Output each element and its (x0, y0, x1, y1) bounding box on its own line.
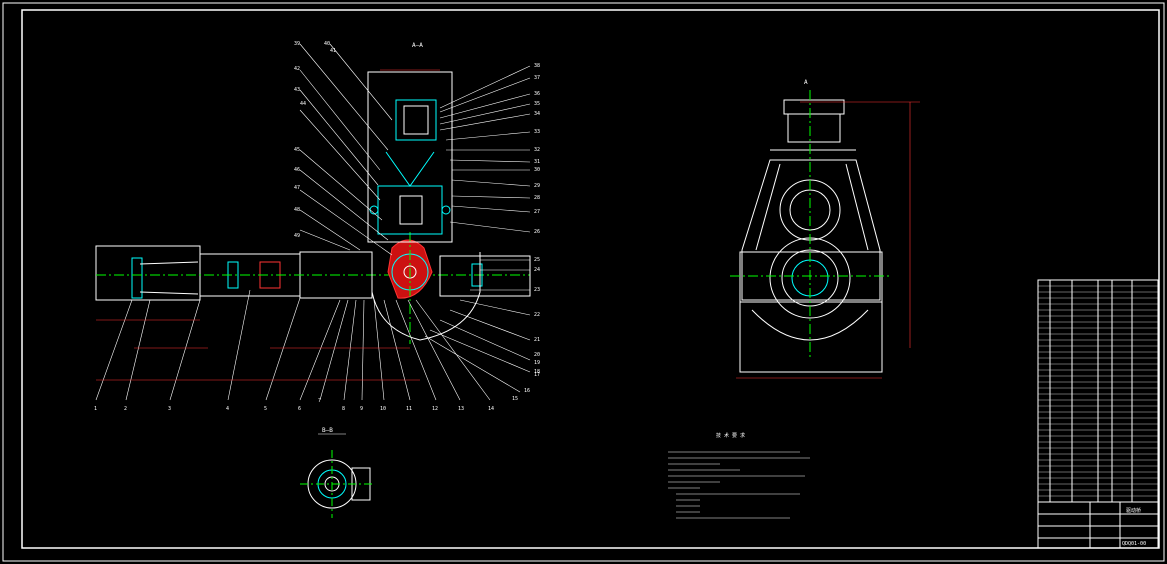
balloon: 29 (534, 183, 540, 189)
balloon: 36 (534, 91, 540, 97)
balloon: 19 (534, 360, 540, 366)
section-bb-view: B—B (300, 427, 372, 518)
balloon: 34 (534, 111, 540, 117)
balloon: 48 (294, 207, 300, 213)
balloon: 21 (534, 337, 540, 343)
balloon: 26 (534, 229, 540, 235)
balloon: 24 (534, 267, 540, 273)
balloon: 13 (458, 406, 464, 412)
balloon: 42 (294, 66, 300, 72)
notes-title: 技 术 要 求 (716, 432, 745, 439)
view-a-label: A (804, 79, 808, 86)
balloon: 9 (360, 406, 363, 412)
inner-border (21, 9, 1160, 549)
section-aa-view: A—A (95, 42, 531, 401)
balloon: 15 (512, 396, 518, 402)
balloon-numbers-right: 38 37 36 35 34 33 32 31 30 29 28 27 26 2… (534, 63, 540, 375)
balloon: 18 (534, 369, 540, 375)
balloon: 45 (294, 147, 300, 153)
balloon: 28 (534, 195, 540, 201)
balloon: 16 (524, 388, 530, 394)
balloon: 8 (342, 406, 345, 412)
balloon: 6 (298, 406, 301, 412)
balloon: 27 (534, 209, 540, 215)
balloon: 31 (534, 159, 540, 165)
balloon: 25 (534, 257, 540, 263)
balloon: 10 (380, 406, 386, 412)
balloon: 44 (300, 101, 306, 107)
title-block-name: 驱动桥 (1126, 507, 1141, 514)
balloon: 12 (432, 406, 438, 412)
balloon: 47 (294, 185, 300, 191)
title-block: 驱动桥 QDQ01-00 (1037, 279, 1159, 549)
section-bb-label: B—B (322, 427, 333, 434)
balloon: 40 (324, 41, 330, 47)
balloon: 46 (294, 167, 300, 173)
balloon: 43 (294, 87, 300, 93)
balloon: 35 (534, 101, 540, 107)
balloon: 1 (94, 406, 97, 412)
balloon: 20 (534, 352, 540, 358)
balloon: 41 (330, 48, 336, 54)
balloon: 23 (534, 287, 540, 293)
balloon: 30 (534, 167, 540, 173)
balloon: 2 (124, 406, 127, 412)
balloon: 39 (294, 41, 300, 47)
balloon-numbers-left: 1 2 3 4 5 6 7 8 9 10 11 12 13 14 15 16 1… (94, 372, 540, 412)
title-block-code: QDQ01-00 (1122, 541, 1146, 547)
balloon: 5 (264, 406, 267, 412)
balloon: 11 (406, 406, 412, 412)
balloon: 3 (168, 406, 171, 412)
balloon: 33 (534, 129, 540, 135)
balloon: 17 (534, 372, 540, 378)
balloon: 37 (534, 75, 540, 81)
balloon: 49 (294, 233, 300, 239)
side-view: A (730, 79, 920, 379)
balloon: 7 (318, 398, 321, 404)
section-aa-label: A—A (412, 42, 423, 49)
balloon: 14 (488, 406, 494, 412)
balloon: 22 (534, 312, 540, 318)
balloon-numbers-top: 39 40 41 42 43 44 45 46 47 48 49 (294, 41, 336, 239)
balloon: 4 (226, 406, 229, 412)
balloon: 38 (534, 63, 540, 69)
balloon: 32 (534, 147, 540, 153)
technical-notes: 技 术 要 求 (668, 432, 810, 519)
